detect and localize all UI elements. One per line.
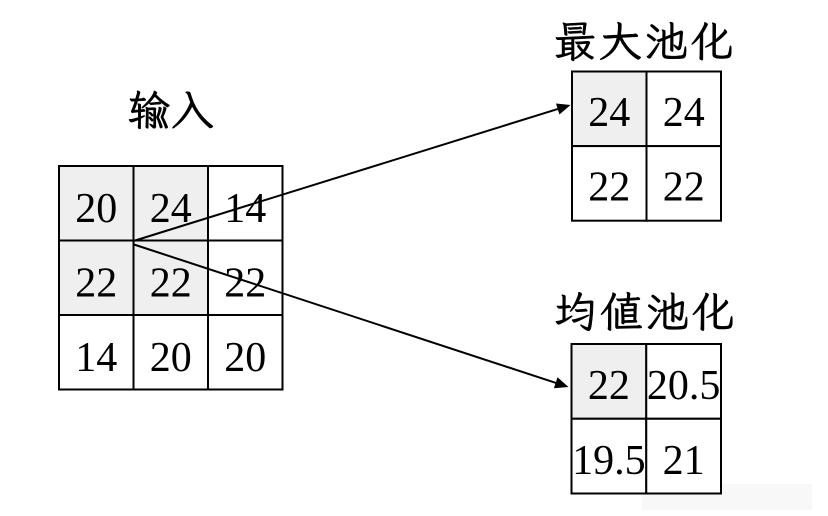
svg-text:19.5: 19.5 bbox=[572, 438, 646, 484]
svg-text:22: 22 bbox=[588, 363, 630, 409]
svg-text:14: 14 bbox=[75, 335, 117, 381]
svg-text:22: 22 bbox=[663, 165, 705, 211]
svg-text:24: 24 bbox=[663, 90, 705, 136]
svg-text:24: 24 bbox=[588, 90, 630, 136]
svg-text:22: 22 bbox=[224, 260, 266, 306]
svg-text:21: 21 bbox=[663, 438, 705, 484]
svg-text:14: 14 bbox=[224, 186, 266, 232]
svg-text:22: 22 bbox=[588, 165, 630, 211]
svg-text:20.5: 20.5 bbox=[647, 363, 721, 409]
svg-text:22: 22 bbox=[150, 260, 192, 306]
svg-text:20: 20 bbox=[75, 186, 117, 232]
svg-text:20: 20 bbox=[150, 335, 192, 381]
svg-text:22: 22 bbox=[75, 260, 117, 306]
svg-text:20: 20 bbox=[224, 335, 266, 381]
